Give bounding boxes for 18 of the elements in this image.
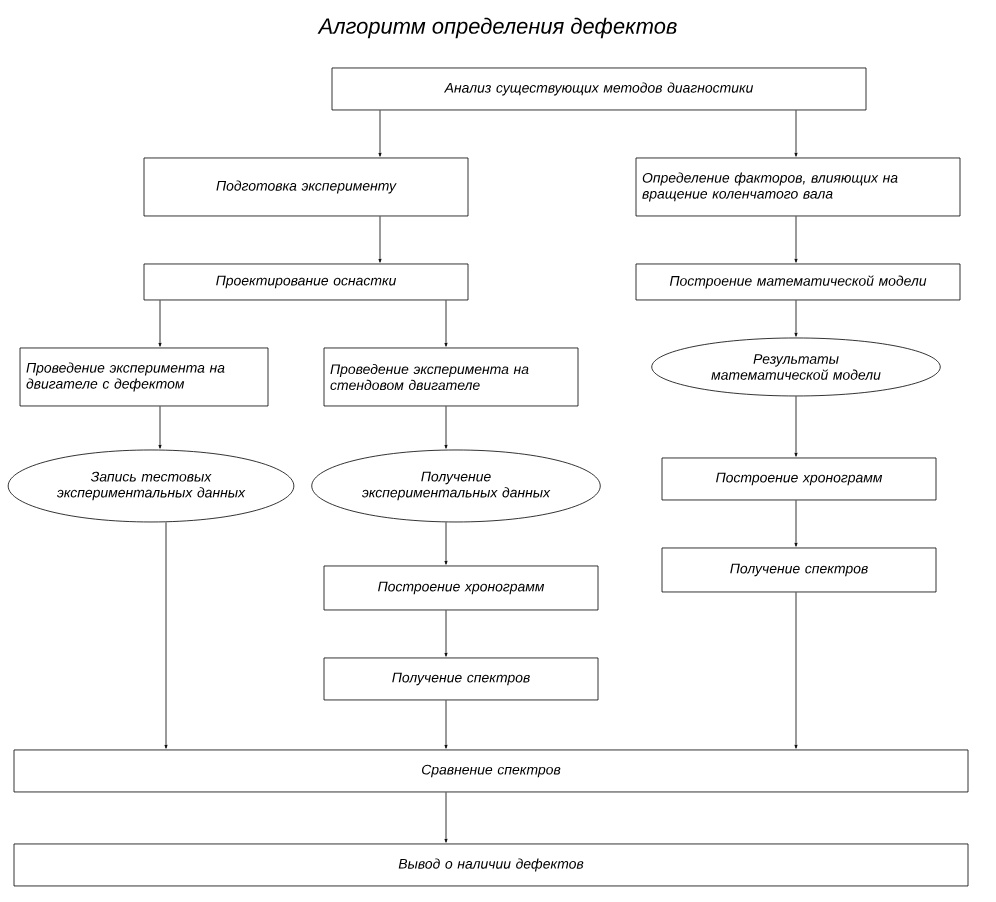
arrow <box>158 405 162 449</box>
arrow <box>158 299 162 347</box>
arrow <box>164 521 168 749</box>
arrow <box>444 299 448 347</box>
arrow <box>378 109 382 157</box>
arrow <box>794 299 798 337</box>
arrow <box>378 215 382 263</box>
arrow <box>444 609 448 657</box>
arrow <box>444 699 448 749</box>
arrow <box>794 395 798 457</box>
arrow <box>794 215 798 263</box>
arrow <box>444 521 448 565</box>
arrow <box>794 591 798 749</box>
arrow <box>444 791 448 843</box>
arrow <box>444 405 448 449</box>
arrow <box>794 499 798 547</box>
title: Алгоритм определения дефектов <box>317 17 677 39</box>
arrow <box>794 109 798 157</box>
